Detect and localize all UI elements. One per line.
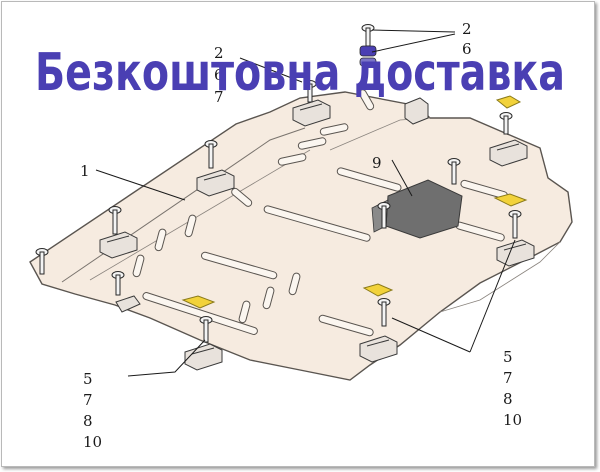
bolt — [377, 202, 391, 229]
bolt — [303, 80, 317, 103]
slot — [262, 286, 275, 310]
bracket — [196, 169, 235, 197]
bolts — [35, 24, 522, 343]
bracket — [496, 239, 535, 267]
callout-plate: 1 — [80, 162, 90, 180]
washer — [359, 57, 377, 67]
leader-line — [95, 169, 186, 201]
leader-line — [371, 29, 456, 33]
bolt — [35, 248, 49, 275]
mounting-brackets — [99, 97, 535, 371]
bolt — [508, 210, 522, 239]
slot — [336, 167, 402, 192]
bolt — [377, 298, 391, 327]
callout-bottom-left: 5 7 8 10 — [83, 370, 102, 451]
callout-number: 7 — [214, 88, 224, 106]
slot — [288, 272, 301, 296]
slot — [231, 187, 253, 207]
bracket — [115, 295, 141, 313]
bolt — [204, 140, 218, 169]
leader-line — [239, 57, 303, 83]
plate-outline — [29, 91, 573, 381]
promo-banner: Безкоштовна доставка — [35, 43, 565, 103]
slot — [154, 228, 167, 252]
slot — [319, 123, 349, 136]
callout-number: 8 — [83, 412, 93, 430]
bracket — [184, 343, 223, 371]
bolt — [108, 206, 122, 235]
ventilation-slots — [132, 89, 508, 337]
callout-number: 2 — [214, 44, 224, 62]
skid-plate — [29, 91, 573, 381]
callout-number: 6 — [214, 66, 224, 84]
callout-number: 7 — [83, 391, 93, 409]
bolt — [361, 24, 375, 47]
callout-number: 10 — [503, 411, 522, 429]
bracket — [404, 97, 429, 125]
slot — [132, 254, 145, 278]
callout-number: 5 — [503, 348, 513, 366]
callout-number: 2 — [462, 20, 472, 38]
image-frame — [1, 1, 595, 467]
clip-nut — [362, 283, 394, 297]
bolt — [199, 316, 213, 343]
bracket — [359, 335, 398, 363]
bracket — [489, 139, 528, 167]
callout-number: 6 — [462, 40, 472, 58]
leader-lines — [95, 29, 516, 377]
leader-line — [391, 159, 413, 197]
slot — [263, 205, 371, 242]
bracket — [99, 231, 138, 259]
slot — [238, 300, 251, 324]
bolt — [111, 271, 125, 296]
slot — [184, 214, 197, 238]
slot — [277, 153, 307, 166]
callout-number: 8 — [503, 390, 513, 408]
callout-bottom-right: 5 7 8 10 — [503, 348, 522, 429]
slot — [142, 292, 258, 335]
clip-nut — [493, 193, 528, 207]
slot — [358, 89, 375, 111]
clip-nuts — [181, 95, 528, 309]
bolt — [499, 112, 513, 135]
callout-number: 5 — [83, 370, 93, 388]
clip-nut — [495, 95, 522, 109]
plate-bend-line — [89, 149, 311, 281]
callout-top-right: 2 6 — [462, 20, 472, 58]
washer-stack — [359, 45, 377, 67]
leader-line — [469, 239, 516, 353]
clip-nut — [181, 295, 216, 309]
slot — [201, 251, 278, 280]
slot — [318, 314, 374, 337]
slot — [297, 137, 327, 150]
callout-number: 10 — [83, 433, 102, 451]
callout-number: 7 — [503, 369, 513, 387]
leader-line — [127, 339, 206, 377]
plate-bend-line — [439, 241, 561, 313]
bracket — [292, 99, 331, 127]
leader-line — [371, 33, 456, 53]
callout-top-center: 2 6 7 — [214, 44, 224, 106]
callout-hatch: 9 — [372, 154, 382, 172]
bolt — [447, 158, 461, 185]
leader-line — [391, 317, 471, 353]
